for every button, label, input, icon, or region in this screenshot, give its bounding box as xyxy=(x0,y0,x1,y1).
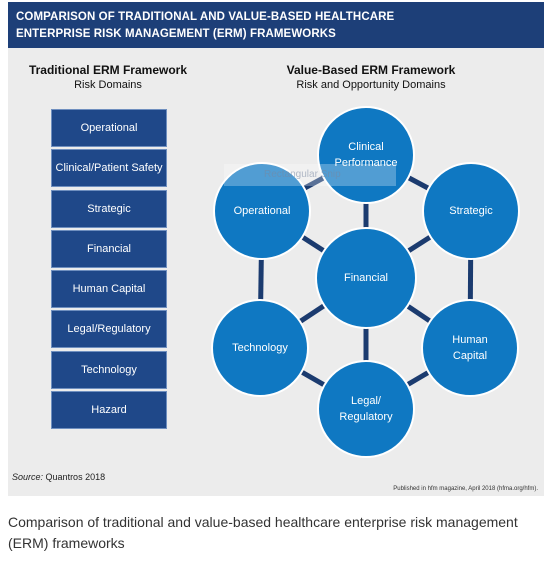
node-label-operational: Operational xyxy=(233,205,291,217)
risk-domain-human-capital: Human Capital xyxy=(51,270,167,309)
traditional-heading: Traditional ERM Framework Risk Domains xyxy=(16,63,200,91)
node-clinical xyxy=(317,106,415,204)
source-prefix: Source: xyxy=(12,472,44,482)
node-technology xyxy=(211,299,309,397)
network-nodes xyxy=(211,106,520,458)
node-label-strategic: Strategic xyxy=(449,205,493,217)
node-label-legal-regulatory: Legal/Regulatory xyxy=(339,395,393,423)
value-based-subtitle: Risk and Opportunity Domains xyxy=(296,79,446,91)
risk-domain-list: Operational Clinical/Patient Safety Stra… xyxy=(51,109,167,431)
risk-domain-financial: Financial xyxy=(51,229,167,268)
traditional-subtitle: Risk Domains xyxy=(74,79,142,91)
figure-caption: Comparison of traditional and value-base… xyxy=(8,514,518,551)
source-text: Quantros 2018 xyxy=(45,472,106,482)
snip-watermark: Rectangular Snip xyxy=(224,164,396,186)
published-note: Published in hfm magazine, April 2018 (h… xyxy=(393,486,538,492)
risk-domain-technology: Technology xyxy=(51,350,167,389)
center-node-financial xyxy=(315,227,417,329)
value-based-network xyxy=(211,106,520,458)
node-strategic xyxy=(422,162,520,260)
figure: COMPARISON OF TRADITIONAL AND VALUE-BASE… xyxy=(8,2,544,496)
value-based-title: Value-Based ERM Framework xyxy=(286,63,456,77)
header-line-1: COMPARISON OF TRADITIONAL AND VALUE-BASE… xyxy=(16,11,395,23)
risk-domain-hazard: Hazard xyxy=(51,391,167,430)
source-note: Source: Quantros 2018 xyxy=(12,472,105,482)
header-line-2: ENTERPRISE RISK MANAGEMENT (ERM) FRAMEWO… xyxy=(16,28,336,40)
node-legal xyxy=(317,360,415,458)
figure-header: COMPARISON OF TRADITIONAL AND VALUE-BASE… xyxy=(8,2,544,48)
risk-domain-legal-regulatory: Legal/Regulatory xyxy=(51,310,167,349)
risk-domain-clinical-patient-safety: Clinical/Patient Safety xyxy=(51,149,167,188)
node-human xyxy=(421,299,519,397)
risk-domain-operational: Operational xyxy=(51,109,167,147)
traditional-title: Traditional ERM Framework xyxy=(28,63,188,77)
value-based-heading: Value-Based ERM Framework Risk and Oppor… xyxy=(266,63,476,91)
center-node-label: Financial xyxy=(343,272,389,284)
node-operational xyxy=(213,162,311,260)
risk-domain-strategic: Strategic xyxy=(51,189,167,228)
node-label-technology: Technology xyxy=(232,342,288,354)
